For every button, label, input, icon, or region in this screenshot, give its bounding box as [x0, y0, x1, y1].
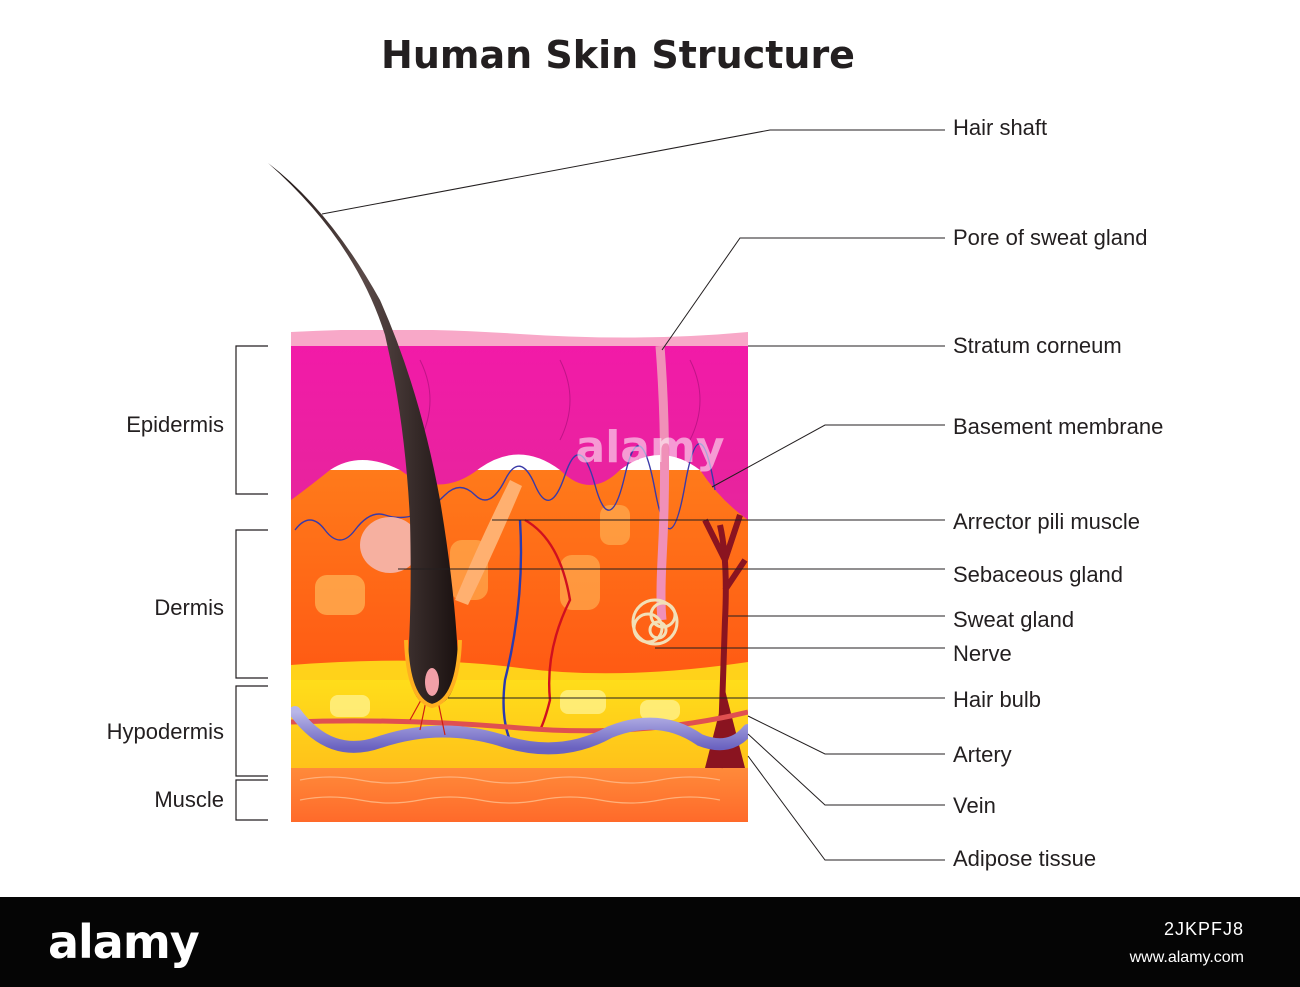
- stratum-corneum-layer: [291, 330, 748, 346]
- sweat-duct: [655, 345, 670, 621]
- vein-horizontal: [291, 706, 748, 755]
- watermark: alamy: [576, 422, 725, 473]
- hair-bulb: [425, 668, 439, 696]
- label-artery: Artery: [953, 742, 1012, 767]
- label-hair-bulb: Hair bulb: [953, 687, 1041, 712]
- hair: [268, 163, 462, 709]
- footer-logo: alamy: [48, 915, 200, 969]
- label-basement-membrane: Basement membrane: [953, 414, 1163, 439]
- muscle-layer: [291, 768, 748, 822]
- page-title: Human Skin Structure: [381, 33, 855, 77]
- leader-lines: [321, 129, 945, 861]
- arrector-pili-muscle: [455, 480, 522, 605]
- sebaceous-gland: [360, 517, 420, 573]
- nerve: [702, 514, 748, 769]
- layer-label-hypodermis: Hypodermis: [107, 719, 224, 744]
- label-hair-shaft: Hair shaft: [953, 115, 1047, 140]
- footer-url: www.alamy.com: [1129, 949, 1244, 966]
- footer-image-id: 2JKPFJ8: [1163, 919, 1244, 939]
- layer-label-muscle: Muscle: [154, 787, 224, 812]
- label-pore-of-sweat-gland: Pore of sweat gland: [953, 225, 1147, 250]
- label-sweat-gland: Sweat gland: [953, 607, 1074, 632]
- skin-cross-section: [291, 330, 748, 822]
- label-vein: Vein: [953, 793, 996, 818]
- label-arrector-pili-muscle: Arrector pili muscle: [953, 509, 1140, 534]
- label-sebaceous-gland: Sebaceous gland: [953, 562, 1123, 587]
- layer-label-dermis: Dermis: [154, 595, 224, 620]
- label-adipose-tissue: Adipose tissue: [953, 846, 1096, 871]
- layer-brackets: [235, 345, 268, 821]
- artery-vessel: [524, 518, 572, 731]
- footer-bar: alamy 2JKPFJ8 www.alamy.com: [0, 897, 1300, 987]
- basement-membrane: [294, 443, 716, 541]
- sweat-gland-coil: [631, 598, 679, 646]
- layer-label-epidermis: Epidermis: [126, 412, 224, 437]
- label-nerve: Nerve: [953, 641, 1012, 666]
- label-stratum-corneum: Stratum corneum: [953, 333, 1122, 358]
- hair-shaft: [268, 163, 458, 706]
- hair-follicle: [404, 639, 462, 709]
